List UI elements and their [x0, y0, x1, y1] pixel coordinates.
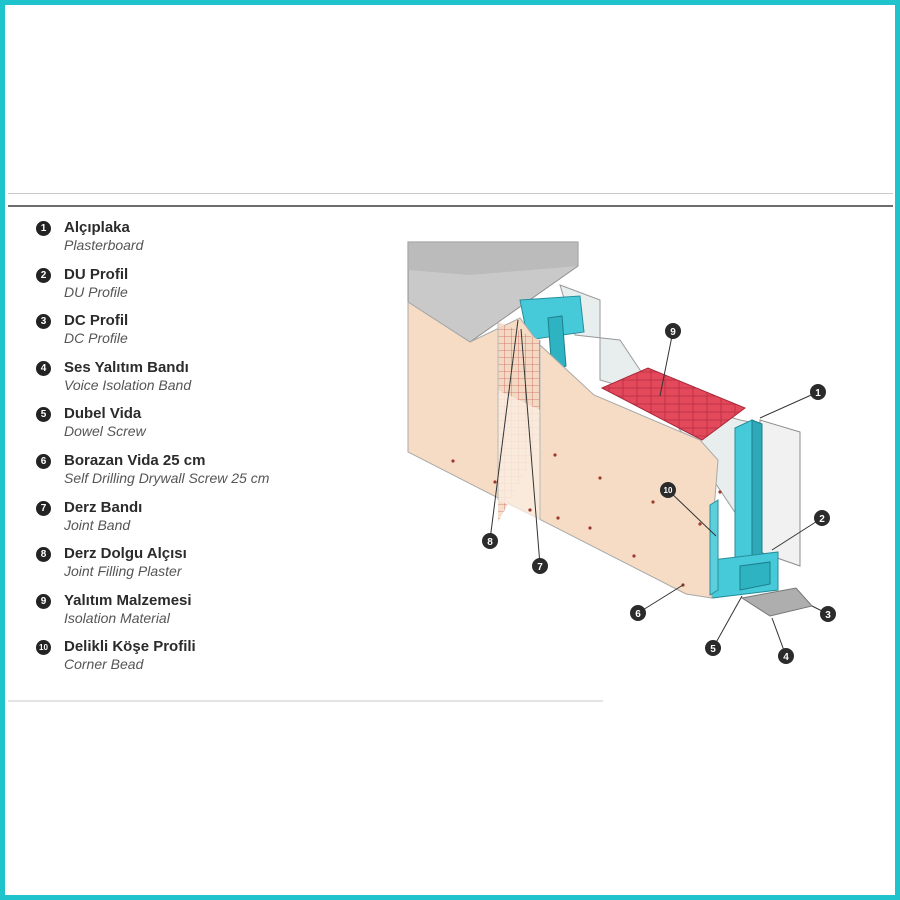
- callout-7: 7: [532, 558, 548, 574]
- metal-profiles: [519, 295, 779, 599]
- legend-item-9: 9 Yalıtım Malzemesi Isolation Material: [36, 591, 386, 638]
- callout-number: 6: [635, 609, 641, 620]
- top-divider: [8, 205, 893, 207]
- legend-label-en: Plasterboard: [64, 237, 144, 253]
- bottom-divider: [8, 700, 603, 702]
- legend-item-8: 8 Derz Dolgu Alçısı Joint Filling Plaste…: [36, 544, 386, 591]
- callout-number: 3: [825, 610, 831, 621]
- legend: 1 Alçıplaka Plasterboard 2 DU Profil DU …: [36, 218, 386, 684]
- legend-label-tr: DU Profil: [64, 265, 129, 283]
- legend-number-badge: 3: [36, 314, 51, 330]
- legend-label-tr: DC Profil: [64, 312, 129, 330]
- callout-number: 7: [537, 562, 543, 573]
- callout-10: 10: [660, 482, 676, 498]
- legend-label-en: Corner Bead: [64, 656, 144, 673]
- legend-label-tr: Delikli Köşe Profili: [64, 638, 196, 656]
- legend-number-badge: 10: [36, 640, 51, 656]
- legend-item-10: 10 Delikli Köşe Profili Corner Bead: [36, 637, 386, 684]
- callout-9: 9: [665, 323, 681, 339]
- legend-label-en: DU Profile: [64, 283, 128, 300]
- legend-label-en: DC Profile: [64, 330, 128, 347]
- legend-item-4: 4 Ses Yalıtım Bandı Voice Isolation Band: [36, 358, 386, 405]
- legend-number-badge: 8: [36, 547, 51, 563]
- legend-label-tr: Derz Bandı: [64, 498, 143, 516]
- callout-number: 10: [664, 486, 673, 495]
- callout-number: 5: [710, 644, 716, 655]
- legend-number-badge: 6: [36, 453, 51, 469]
- legend-label-tr: Ses Yalıtım Bandı: [64, 358, 189, 376]
- callout-1: 1: [810, 384, 826, 400]
- legend-number-badge: 2: [36, 267, 51, 283]
- legend-number-badge: 1: [36, 221, 51, 236]
- legend-label-en: Dowel Screw: [64, 423, 146, 440]
- legend-number-badge: 7: [36, 500, 51, 516]
- legend-number-badge: 9: [36, 593, 51, 609]
- legend-label-tr: Dubel Vida: [64, 405, 142, 423]
- legend-label-en: Voice Isolation Band: [64, 376, 192, 393]
- legend-item-1: 1 Alçıplaka Plasterboard: [36, 218, 386, 265]
- callout-4: 4: [778, 648, 794, 664]
- legend-label-tr: Alçıplaka: [64, 219, 130, 236]
- legend-label-tr: Borazan Vida 25 cm: [64, 451, 206, 469]
- legend-label-en: Isolation Material: [64, 609, 170, 626]
- leader-lines: [489, 319, 829, 657]
- legend-item-7: 7 Derz Bandı Joint Band: [36, 498, 386, 545]
- callout-2: 2: [814, 510, 830, 526]
- callout-number: 1: [815, 388, 821, 399]
- legend-label-en: Joint Filling Plaster: [64, 563, 182, 580]
- legend-label-en: Joint Band: [64, 516, 131, 533]
- ceiling-slab: [407, 241, 579, 343]
- callout-5: 5: [705, 640, 721, 656]
- callout-number: 4: [783, 652, 789, 663]
- callout-8: 8: [482, 533, 498, 549]
- insulation: [600, 367, 747, 441]
- callout-number: 8: [487, 537, 493, 548]
- legend-item-5: 5 Dubel Vida Dowel Screw: [36, 404, 386, 451]
- top-divider-thin: [8, 193, 893, 194]
- legend-number-badge: 4: [36, 360, 51, 376]
- legend-label-en: Self Drilling Drywall Screw 25 cm: [64, 469, 270, 486]
- legend-label-tr: Derz Dolgu Alçısı: [64, 545, 187, 563]
- legend-item-6: 6 Borazan Vida 25 cm Self Drilling Drywa…: [36, 451, 386, 498]
- legend-number-badge: 5: [36, 407, 51, 423]
- callout-number: 9: [670, 327, 676, 338]
- front-plasterboard: [407, 301, 719, 599]
- legend-item-3: 3 DC Profil DC Profile: [36, 311, 386, 358]
- callout-3: 3: [820, 606, 836, 622]
- callout-6: 6: [630, 605, 646, 621]
- legend-label-tr: Yalıtım Malzemesi: [64, 591, 192, 609]
- legend-item-2: 2 DU Profil DU Profile: [36, 265, 386, 312]
- callout-number: 2: [819, 514, 825, 525]
